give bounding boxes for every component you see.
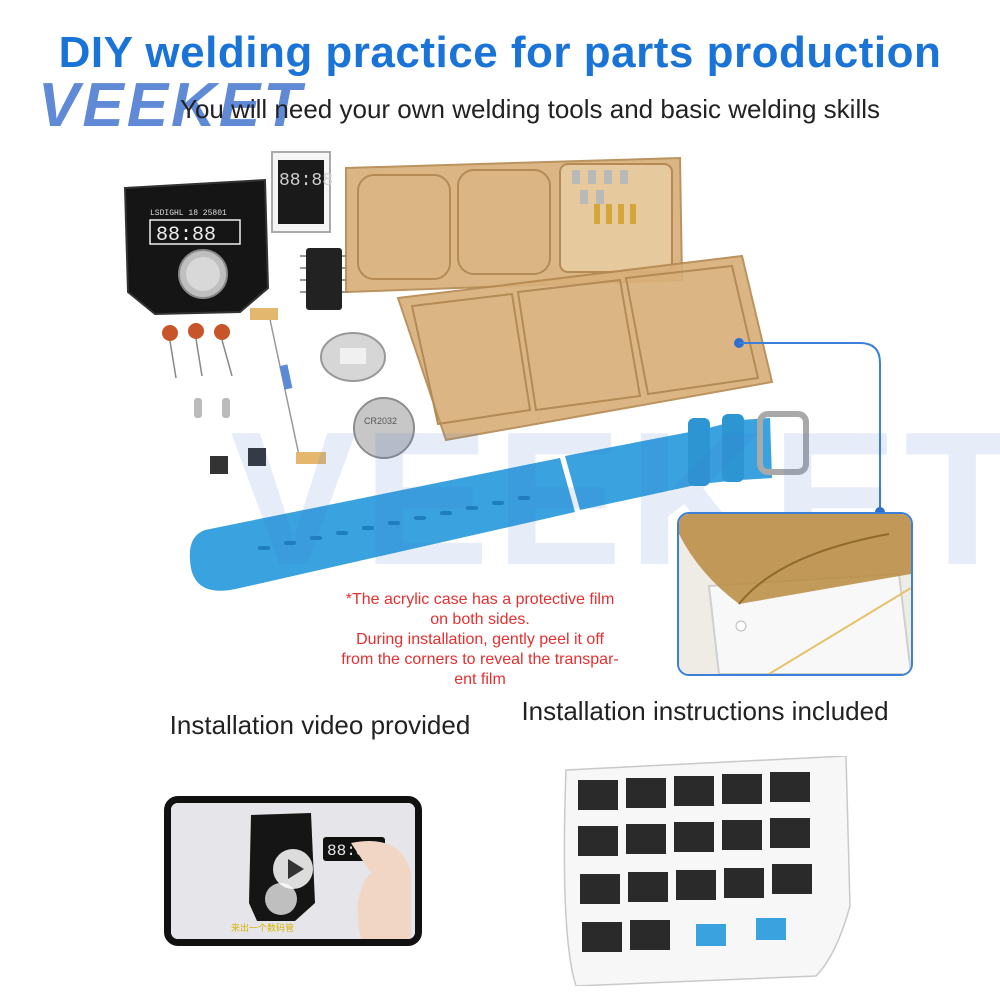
crystals-and-buttons xyxy=(194,398,266,474)
display-digits: 88:88 xyxy=(279,171,333,191)
instruction-sheet xyxy=(563,756,851,986)
battery-holder xyxy=(320,332,386,382)
resistors xyxy=(250,308,326,464)
headline: DIY welding practice for parts productio… xyxy=(58,28,942,77)
instructions-caption: Installation instructions included xyxy=(521,696,889,726)
capacitors xyxy=(162,323,233,379)
brand-watermark: VEEKET xyxy=(38,71,305,140)
subline: You will need your own welding tools and… xyxy=(180,94,880,124)
ic-chip xyxy=(300,248,348,310)
note-line: During installation, gently peel it off xyxy=(356,631,604,648)
coin-battery: CR2032 xyxy=(353,397,415,459)
note-line: *The acrylic case has a protective film xyxy=(345,591,615,608)
seven-segment-display: 88:88 xyxy=(271,151,333,233)
play-button[interactable] xyxy=(273,849,313,889)
note-line: from the corners to reveal the transpar- xyxy=(341,651,619,668)
protective-film-note: *The acrylic case has a protective film … xyxy=(290,590,670,690)
battery-label: CR2032 xyxy=(364,416,397,426)
video-subtitle: 来出一个数码管 xyxy=(231,922,294,934)
video-caption: Installation video provided xyxy=(169,710,471,740)
film-peel-closeup xyxy=(677,512,913,676)
play-icon xyxy=(288,859,304,879)
acrylic-case-bottom xyxy=(396,254,774,442)
watch-strap xyxy=(189,411,809,591)
installation-video-thumbnail[interactable]: 88:88 来出一个数码管 xyxy=(164,796,422,946)
pcb-label: LSDIGHL 18 25801 xyxy=(150,209,227,218)
note-line: on both sides. xyxy=(430,611,530,628)
pcb-board: LSDIGHL 18 25801 88:88 xyxy=(123,178,270,316)
pcb-digits: 88:88 xyxy=(156,224,216,247)
note-line: ent film xyxy=(454,671,506,688)
